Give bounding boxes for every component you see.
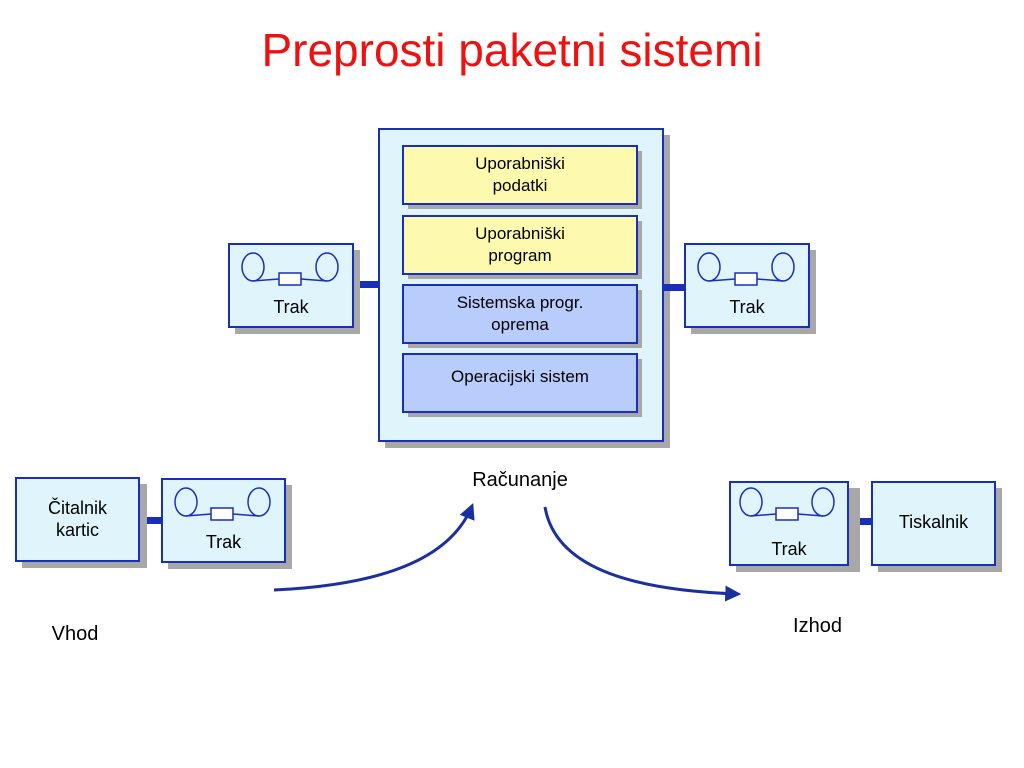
layer-text-line: program xyxy=(488,246,552,265)
layer-system-software-label: Sistemska progr. oprema xyxy=(403,292,637,336)
card-reader-line: kartic xyxy=(55,520,99,540)
printer-box xyxy=(871,481,1002,572)
connector-reader-tape xyxy=(139,517,162,524)
layer-text-line: Uporabniški xyxy=(475,154,565,173)
tape-left-label: Trak xyxy=(273,297,309,317)
tape-right-label: Trak xyxy=(729,297,765,317)
layer-user-data xyxy=(402,145,642,209)
tape-output-label: Trak xyxy=(771,539,807,559)
layer-operating-system-label: Operacijski sistem xyxy=(403,366,637,388)
tape-unit-left xyxy=(228,243,360,334)
tape-unit-output xyxy=(729,481,860,572)
card-reader-box xyxy=(15,477,147,568)
printer-label: Tiskalnik xyxy=(898,512,969,532)
layer-operating-system xyxy=(402,353,642,417)
tape-reel-icon xyxy=(697,252,795,286)
connector-right-tape xyxy=(663,284,685,291)
tape-reel-icon xyxy=(174,487,271,521)
tape-unit-right xyxy=(684,243,816,334)
card-reader-label: Čitalnik kartic xyxy=(16,497,139,541)
page-title: Preprosti paketni sistemi xyxy=(261,24,763,76)
layer-text-line: oprema xyxy=(491,315,549,334)
layer-text-line: Operacijski sistem xyxy=(451,367,589,386)
layer-user-data-label: Uporabniški podatki xyxy=(403,153,637,197)
tape-reel-icon xyxy=(241,252,339,286)
tape-input-label: Trak xyxy=(205,532,242,552)
output-caption: Izhod xyxy=(793,615,842,637)
connector-left-tape xyxy=(353,281,379,288)
input-caption: Vhod xyxy=(51,623,99,645)
input-arrow xyxy=(273,503,475,592)
tape-unit-input xyxy=(161,478,292,569)
card-reader-line: Čitalnik xyxy=(47,498,108,518)
layer-user-program xyxy=(402,215,642,279)
tape-reel-icon xyxy=(739,487,835,521)
layer-text-line: Uporabniški xyxy=(475,224,565,243)
computing-caption: Računanje xyxy=(472,469,568,491)
output-arrow xyxy=(543,506,742,602)
layer-user-program-label: Uporabniški program xyxy=(403,223,637,267)
layer-text-line: Sistemska progr. xyxy=(456,293,584,312)
layer-system-software xyxy=(402,284,642,348)
layer-text-line: podatki xyxy=(492,176,548,195)
